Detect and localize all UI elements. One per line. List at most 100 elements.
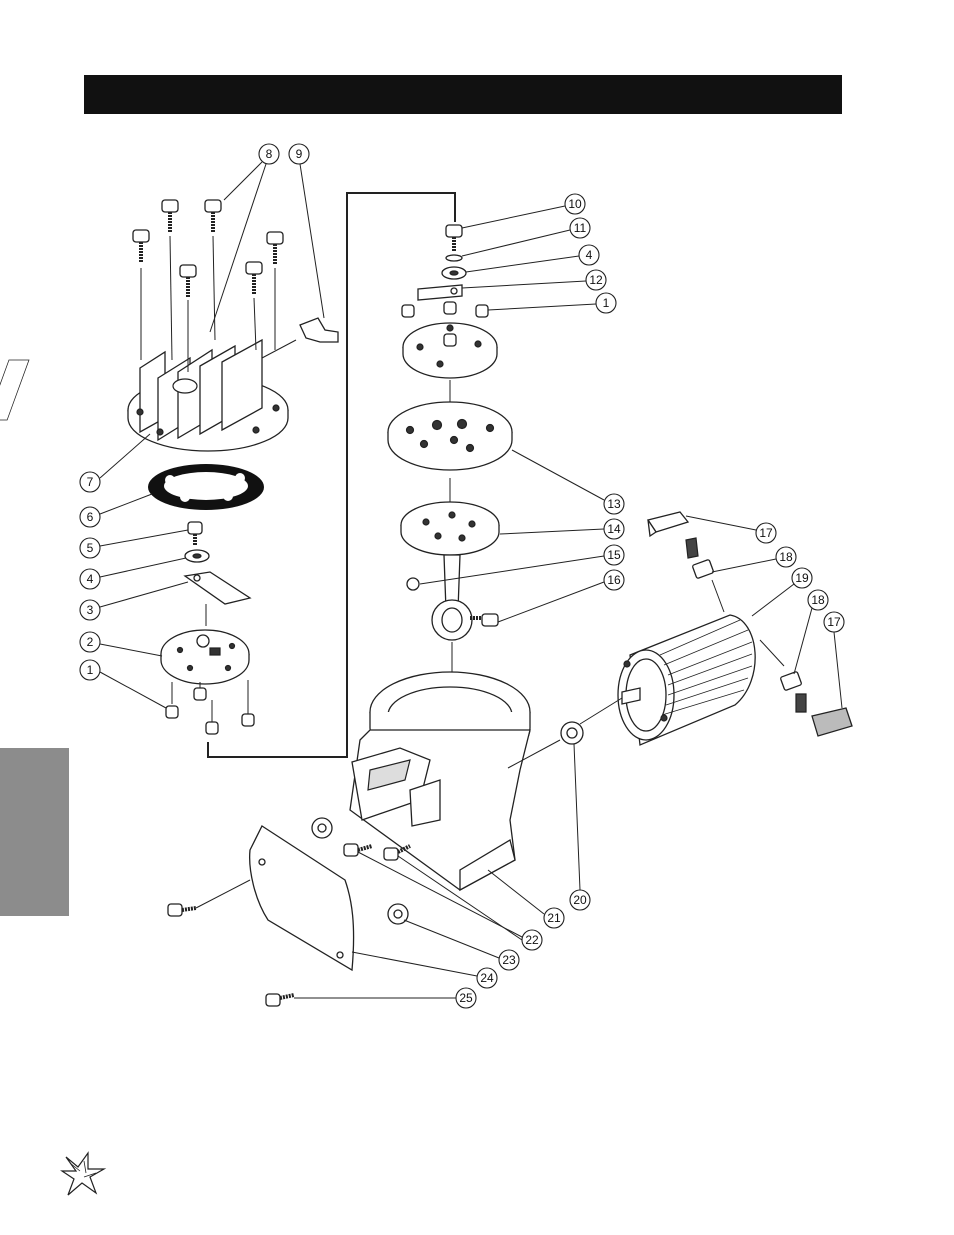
callout-8: 8 [258,143,280,165]
rod-bolt [470,613,499,627]
nut [311,817,333,839]
svg-text:13: 13 [607,497,621,511]
callout-20: 20 [569,889,591,911]
callout-1-lower: 1 [79,659,101,681]
svg-text:10: 10 [568,197,582,211]
callout-21: 21 [543,907,565,929]
nut [387,903,409,925]
callout-16: 16 [603,569,625,591]
callout-10: 10 [564,193,586,215]
head-bolt [132,229,150,262]
housing-bolt [383,844,411,861]
svg-text:1: 1 [87,663,94,677]
motor-brush [685,537,714,579]
cylinder-head [0,338,289,452]
svg-text:25: 25 [459,991,473,1005]
callout-5: 5 [79,537,101,559]
head-bolt [266,231,284,264]
elbow-fitting [261,317,339,359]
svg-text:5: 5 [87,541,94,555]
o-ring [445,254,463,262]
brush-cap [646,511,690,538]
callout-22: 22 [521,929,543,951]
valve-plate-upper [402,322,498,379]
piston-plate [400,501,500,556]
svg-text:8: 8 [266,147,273,161]
svg-text:20: 20 [573,893,587,907]
center-bolt [445,224,463,252]
motor-brush [780,671,807,713]
callout-17-lower: 17 [823,611,845,633]
callout-7: 7 [79,471,101,493]
svg-text:9: 9 [296,147,303,161]
svg-text:12: 12 [589,273,603,287]
svg-text:17: 17 [759,526,773,540]
cover-bolt [265,993,295,1007]
svg-text:21: 21 [547,911,561,925]
callout-9: 9 [288,143,310,165]
svg-text:4: 4 [87,572,94,586]
svg-text:7: 7 [87,475,94,489]
lower-screw-set [165,680,255,735]
motor [617,614,756,746]
center-washer [441,266,467,280]
connecting-rod [406,554,473,641]
callout-6: 6 [79,506,101,528]
svg-text:18: 18 [811,593,825,607]
valve-reed [183,571,252,605]
head-bolt-set [132,199,284,372]
callout-2: 2 [79,631,101,653]
shaft-nut [560,721,584,745]
section-header-bar [84,75,842,114]
housing-bolt [343,843,373,857]
brush-cap [811,707,853,737]
svg-text:2: 2 [87,635,94,649]
callout-11: 11 [569,217,591,239]
callout-24: 24 [476,967,498,989]
callout-18-upper: 18 [775,546,797,568]
side-cover [249,825,355,972]
head-bolt [161,199,179,232]
svg-text:14: 14 [607,522,621,536]
callout-4-lower: 4 [79,568,101,590]
upper-screw-set [401,301,489,318]
svg-text:6: 6 [87,510,94,524]
valve-plate-lower [160,629,250,685]
head-gasket [148,464,264,510]
callout-23: 23 [498,949,520,971]
cylinder-plate [387,401,513,471]
cover-bolt [167,879,251,917]
svg-text:19: 19 [795,571,809,585]
callout-18-lower: 18 [807,589,829,611]
svg-text:1: 1 [603,296,610,310]
valve-screw [187,521,203,546]
head-bolt [204,199,222,232]
callout-1-upper: 1 [595,292,617,314]
head-bolt [245,261,263,294]
callout-15: 15 [603,544,625,566]
brand-star-logo [60,1151,107,1196]
svg-text:3: 3 [87,603,94,617]
callout-4-upper: 4 [578,244,600,266]
callout-19: 19 [791,567,813,589]
washer [184,549,210,563]
svg-text:17: 17 [827,615,841,629]
svg-text:11: 11 [574,221,587,235]
callout-14: 14 [603,518,625,540]
assembly-connector-line [207,192,456,758]
callout-25: 25 [455,987,477,1009]
svg-text:24: 24 [480,971,494,985]
svg-text:23: 23 [502,953,516,967]
callout-12: 12 [585,269,607,291]
svg-text:22: 22 [525,933,539,947]
callout-13: 13 [603,493,625,515]
side-tab-marker [0,748,69,916]
callout-3: 3 [79,599,101,621]
crankcase-housing [349,671,531,892]
svg-text:18: 18 [779,550,793,564]
svg-text:16: 16 [607,573,621,587]
valve-keeper [417,284,463,301]
svg-text:15: 15 [607,548,621,562]
callout-17-upper: 17 [755,522,777,544]
